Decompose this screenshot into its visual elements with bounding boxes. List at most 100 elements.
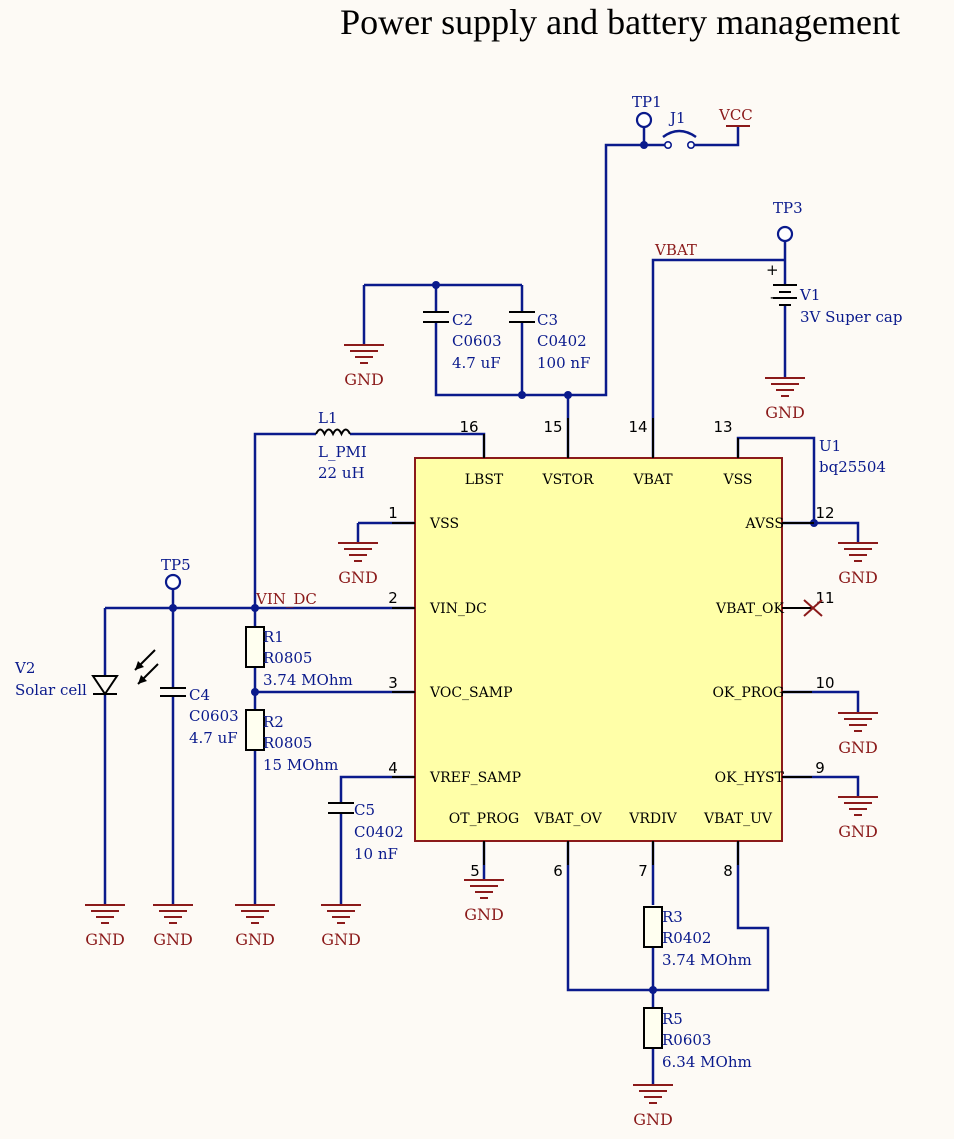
ground-icon <box>633 1084 673 1104</box>
tp1-circle-icon[interactable] <box>635 111 653 129</box>
tp5-circle-icon[interactable] <box>164 573 182 591</box>
inductor-l1[interactable]: L1 L_PMI 22 uH <box>315 409 367 482</box>
r1-ref: R1 <box>263 628 284 646</box>
schematic-title: Power supply and battery management <box>340 2 900 42</box>
j1-ref: J1 <box>668 109 686 127</box>
ground-icon <box>321 904 361 924</box>
gnd-symbol-c4: GND <box>153 904 193 949</box>
c2-value: 4.7 uF <box>452 354 501 372</box>
tp3-circle-icon[interactable] <box>776 225 794 243</box>
v1-minus-sign: - <box>770 288 775 306</box>
test-point-tp1[interactable]: TP1 <box>632 93 662 129</box>
gnd-symbol-c2-c3: GND <box>344 344 384 389</box>
pin-name-voc-samp: VOC_SAMP <box>429 685 513 701</box>
pin-num-5: 5 <box>470 862 480 880</box>
pin-num-1: 1 <box>388 504 398 522</box>
gnd-symbol-c5: GND <box>321 904 361 949</box>
pin-num-9: 9 <box>815 759 825 777</box>
v2-value: Solar cell <box>15 681 87 699</box>
gnd-label: GND <box>85 930 125 949</box>
gnd-symbol-v1: GND <box>765 377 805 422</box>
r2-package: R0805 <box>263 734 312 752</box>
ground-icon <box>85 904 125 924</box>
supercap-v1[interactable]: + - V1 3V Super cap <box>766 261 902 326</box>
ground-icon <box>464 879 504 899</box>
pin-num-7: 7 <box>638 862 648 880</box>
gnd-symbol-pin12: GND <box>838 542 878 587</box>
c5-package: C0402 <box>354 823 404 841</box>
gnd-label: GND <box>838 568 878 587</box>
gnd-symbol-v2: GND <box>85 904 125 949</box>
resistor-r3[interactable]: R3 R0402 3.74 MOhm <box>643 906 752 969</box>
pin-num-4: 4 <box>388 759 398 777</box>
pin-num-6: 6 <box>553 862 563 880</box>
v1-value: 3V Super cap <box>800 308 902 326</box>
gnd-symbol-r5: GND <box>633 1084 673 1129</box>
pin-name-ok-prog: OK_PROG <box>712 685 784 701</box>
ic-body[interactable] <box>414 457 783 842</box>
r5-ref: R5 <box>662 1010 683 1028</box>
r3-package: R0402 <box>662 929 711 947</box>
r3-value: 3.74 MOhm <box>662 951 752 969</box>
gnd-symbol-pin5: GND <box>464 879 504 924</box>
c3-package: C0402 <box>537 332 587 350</box>
gnd-label: GND <box>235 930 275 949</box>
r2-value: 15 MOhm <box>263 756 338 774</box>
ic-part: bq25504 <box>819 458 886 476</box>
pin-name-vss-left: VSS <box>429 516 459 532</box>
pin-name-vref-samp: VREF_SAMP <box>429 770 521 786</box>
power-port-vcc: VCC <box>718 106 753 127</box>
capacitor-c5[interactable]: C5 C0402 10 nF <box>328 801 404 863</box>
pin-num-2: 2 <box>388 589 398 607</box>
pin-name-vbat: VBAT <box>632 472 673 488</box>
c4-value: 4.7 uF <box>189 729 238 747</box>
pin-num-15: 15 <box>543 418 562 436</box>
pin-name-avss: AVSS <box>745 516 784 532</box>
r2-ref: R2 <box>263 713 284 731</box>
v1-plus-sign: + <box>766 261 779 279</box>
v2-ref: V2 <box>14 659 35 677</box>
ground-icon <box>838 542 878 562</box>
ground-icon <box>153 904 193 924</box>
pin-num-14: 14 <box>628 418 647 436</box>
r1-value: 3.74 MOhm <box>263 671 353 689</box>
pin-name-ok-hyst: OK_HYST <box>715 770 785 786</box>
pin-name-vin-dc: VIN_DC <box>429 601 487 617</box>
ground-icon <box>235 904 275 924</box>
pin-num-13: 13 <box>713 418 732 436</box>
test-point-tp5[interactable]: TP5 <box>161 556 191 591</box>
r5-value: 6.34 MOhm <box>662 1053 752 1071</box>
v1-battery-icon <box>773 284 797 306</box>
r5-package: R0603 <box>662 1031 711 1049</box>
ic-u1[interactable]: LBST VSTOR VBAT VSS 16 15 14 13 VSS VIN_… <box>388 418 886 880</box>
gnd-symbol-pin10: GND <box>838 712 878 757</box>
jumper-j1[interactable]: J1 <box>662 109 697 150</box>
resistor-r1[interactable]: R1 R0805 3.74 MOhm <box>245 626 353 689</box>
resistor-r5[interactable]: R5 R0603 6.34 MOhm <box>643 1007 752 1071</box>
ic-ref: U1 <box>819 437 841 455</box>
solar-cell-diode-icon <box>91 675 119 696</box>
net-label-vin-dc: VIN_DC <box>255 590 317 608</box>
vcc-label: VCC <box>718 106 753 124</box>
l1-ref: L1 <box>318 409 338 427</box>
r1-package: R0805 <box>263 649 312 667</box>
gnd-label: GND <box>765 403 805 422</box>
capacitor-c4[interactable]: C4 C0603 4.7 uF <box>160 686 239 747</box>
capacitor-c3[interactable]: C3 C0402 100 nF <box>509 311 590 372</box>
c4-package: C0603 <box>189 707 239 725</box>
capacitor-c2[interactable]: C2 C0603 4.7 uF <box>423 311 502 372</box>
c3-ref: C3 <box>537 311 558 329</box>
junctions <box>169 141 818 994</box>
resistor-r2[interactable]: R2 R0805 15 MOhm <box>245 709 338 774</box>
solar-cell-v2[interactable]: V2 Solar cell <box>14 649 159 699</box>
j1-bridge-icon <box>662 129 697 139</box>
v1-ref: V1 <box>799 286 820 304</box>
pin-name-vstor: VSTOR <box>541 472 594 488</box>
ground-icon <box>765 377 805 397</box>
test-point-tp3[interactable]: TP3 <box>773 199 803 243</box>
c5-ref: C5 <box>354 801 375 819</box>
c3-value: 100 nF <box>537 354 590 372</box>
gnd-label: GND <box>464 905 504 924</box>
